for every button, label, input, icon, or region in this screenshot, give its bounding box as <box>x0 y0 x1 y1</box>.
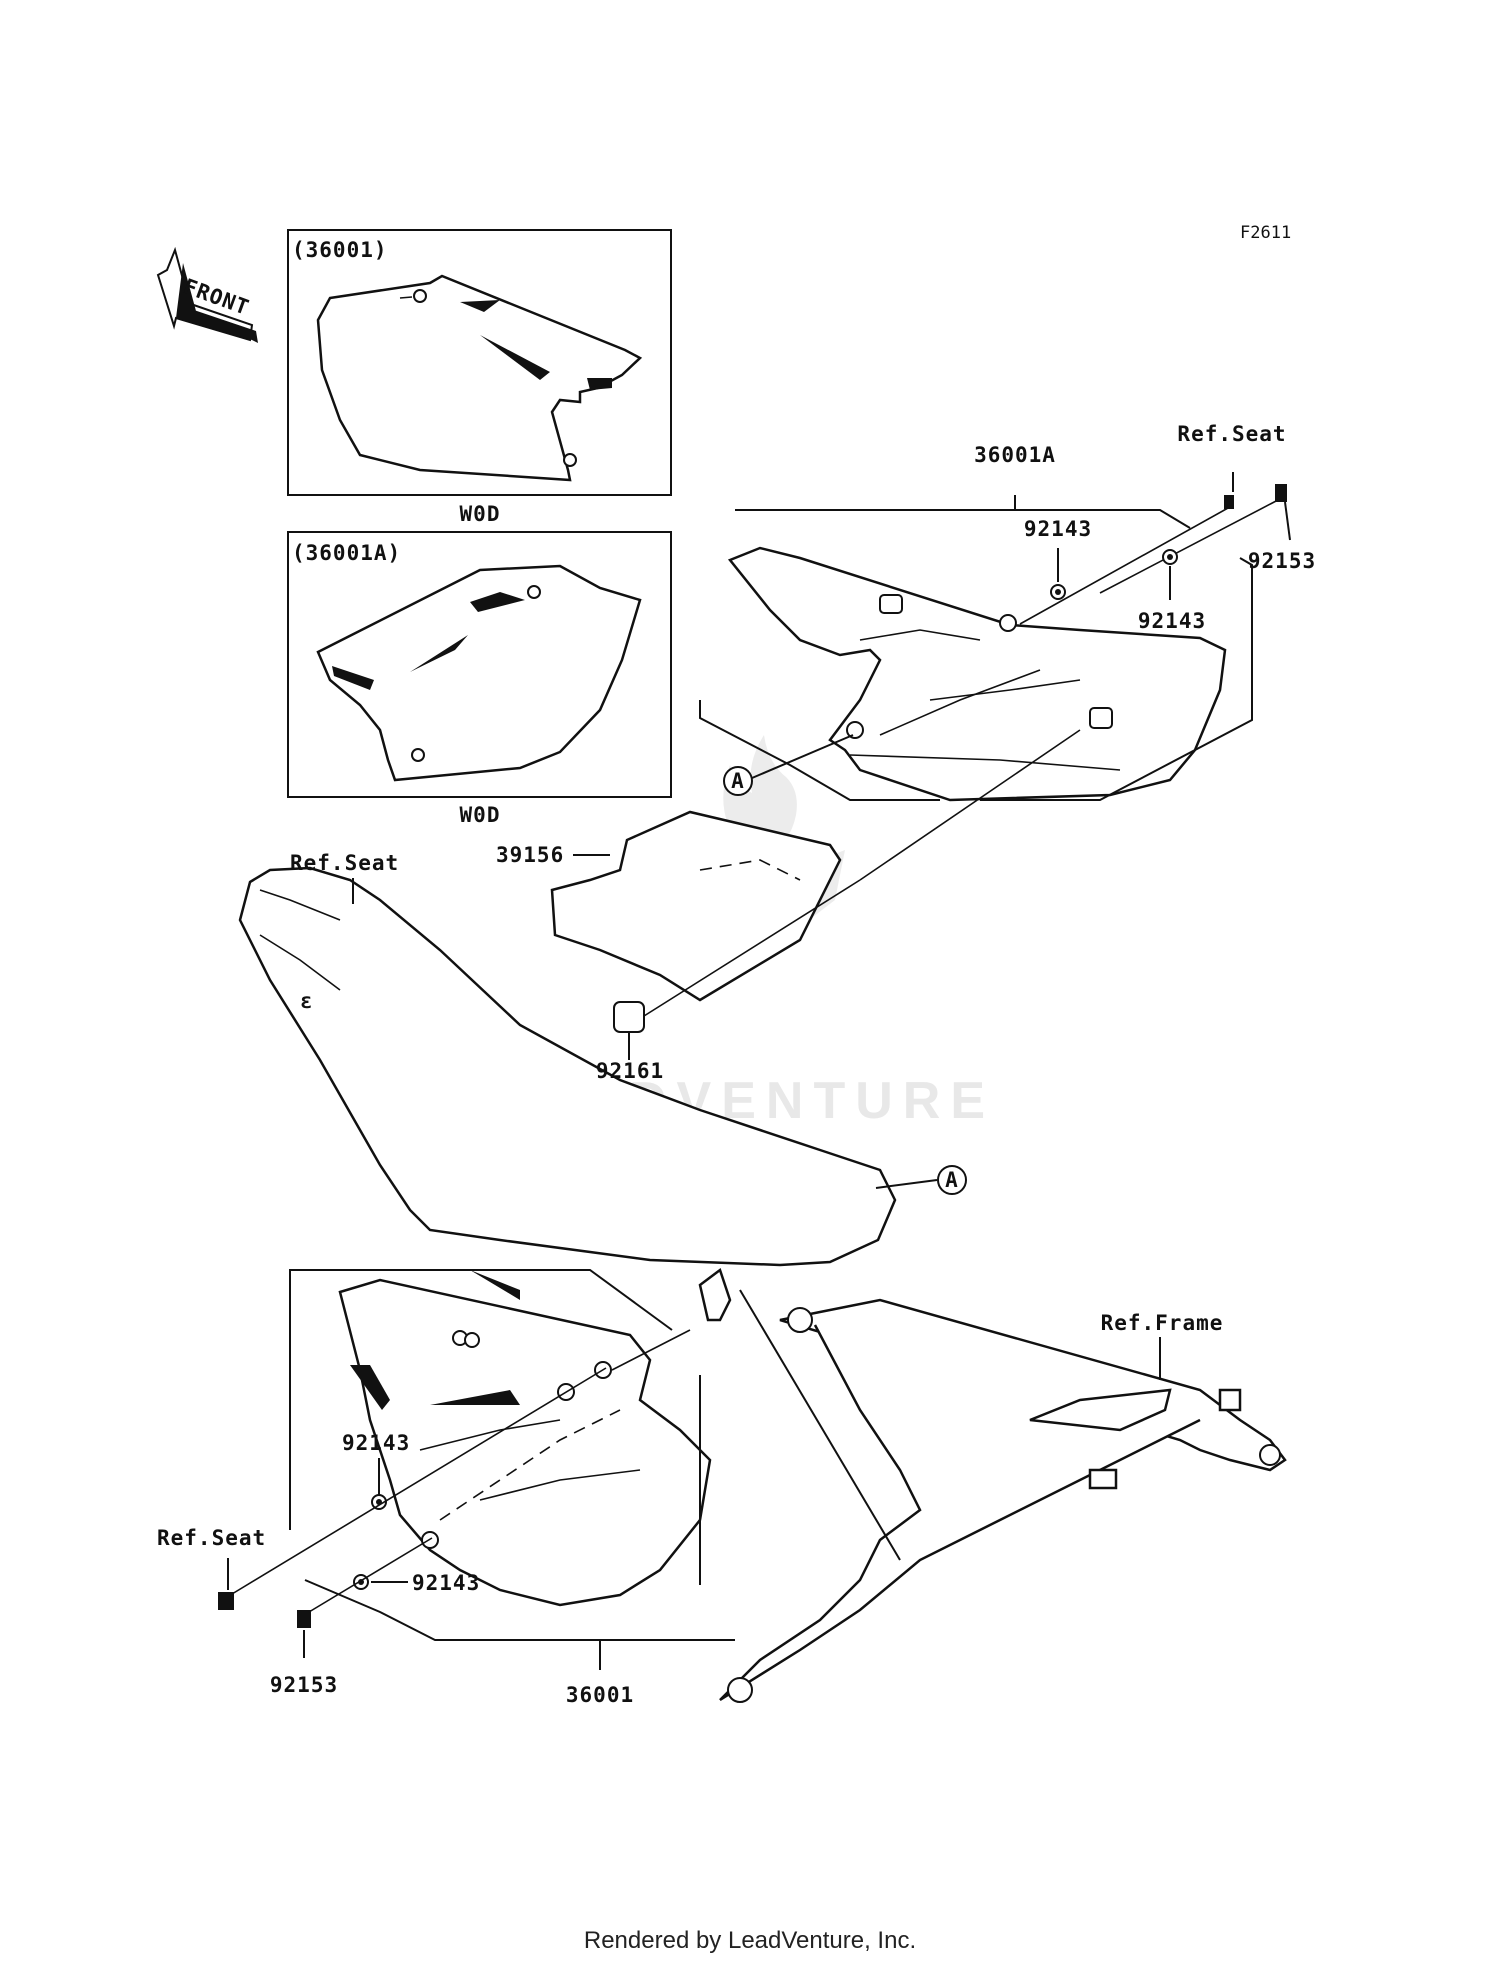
label-36001: 36001 <box>566 1683 634 1707</box>
label-ref-seat-bottom: Ref.Seat <box>157 1526 266 1550</box>
label-ref-seat-mid: Ref.Seat <box>290 851 399 875</box>
inset-36001A: (36001A) W0D <box>287 531 672 827</box>
pad-39156: 39156 <box>496 810 842 1002</box>
callout-a-lower: A <box>875 1165 967 1195</box>
label-92153-top: 92153 <box>1248 549 1316 573</box>
svg-text:A: A <box>945 1168 959 1192</box>
label-92143-d: 92143 <box>412 1571 480 1595</box>
frame: Ref.Frame <box>698 1267 1287 1703</box>
label-92161: 92161 <box>596 1059 664 1083</box>
label-92153-bottom: 92153 <box>270 1673 338 1697</box>
seat: ɛ Ref.Seat <box>238 851 897 1267</box>
upper-fasteners: Ref.Seat 92143 92143 92153 <box>1019 422 1316 633</box>
seat-logo: ɛ <box>300 989 314 1013</box>
label-ref-frame: Ref.Frame <box>1101 1311 1224 1335</box>
front-arrow-icon: FRONT <box>156 246 258 343</box>
svg-text:A: A <box>731 769 745 793</box>
label-39156: 39156 <box>496 843 564 867</box>
footer-text: Rendered by LeadVenture, Inc. <box>584 1927 916 1954</box>
side-cover-36001: 36001 <box>289 1269 735 1707</box>
label-ref-seat-top: Ref.Seat <box>1177 422 1286 446</box>
side-cover-36001A: 36001A <box>699 443 1253 802</box>
label-36001A: 36001A <box>974 443 1056 467</box>
inset-36001-title: (36001) <box>292 238 388 262</box>
label-92143-b: 92143 <box>1138 609 1206 633</box>
inset-36001: (36001) W0D <box>287 229 672 526</box>
figure-code: F2611 <box>1240 223 1291 243</box>
label-92143-a: 92143 <box>1024 517 1092 541</box>
lower-fasteners: 92143 Ref.Seat 92143 92153 <box>157 1329 691 1697</box>
label-92143-c: 92143 <box>342 1431 410 1455</box>
grommet-92161: 92161 <box>596 729 1081 1083</box>
inset-36001A-title: (36001A) <box>292 541 401 565</box>
callout-a-upper: A <box>723 734 854 796</box>
inset-36001-caption: W0D <box>460 502 501 526</box>
inset-36001A-caption: W0D <box>460 803 501 827</box>
